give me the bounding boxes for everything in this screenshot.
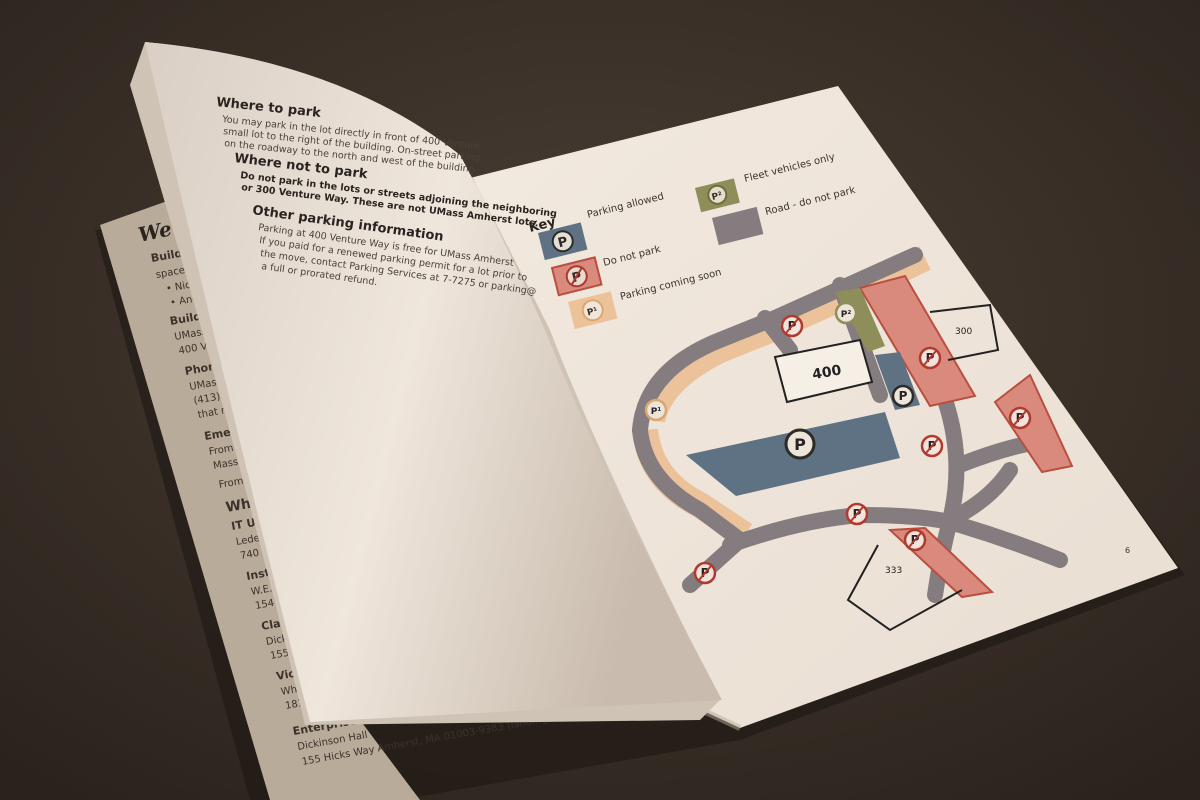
svg-text:P: P	[794, 435, 806, 454]
no-parking-marker: P	[1008, 406, 1032, 430]
svg-text:P²: P²	[841, 310, 852, 320]
no-parking-marker: P	[920, 434, 944, 458]
coming-soon-parking-marker: P¹	[644, 398, 668, 422]
parking-map: 400 300 333 P P² P P P P¹ P P P P P	[632, 246, 1074, 632]
key-swatch-do-not-park: P	[550, 256, 603, 297]
no-parking-marker: P	[845, 502, 869, 526]
no-parking-marker: P	[918, 346, 942, 370]
svg-text:333: 333	[885, 566, 902, 576]
parking-marker: P	[891, 384, 915, 408]
svg-text:P¹: P¹	[651, 407, 662, 417]
back-page-text-line: Buildi	[150, 246, 187, 265]
back-page-text-line: • Ang	[169, 293, 199, 309]
key-swatch-parking-allowed: P	[538, 222, 588, 261]
key-swatch-fleet-vehicles: P²	[695, 178, 740, 213]
left-page: Where to park You may park in the lot di…	[130, 42, 722, 725]
page-number: 6	[1125, 546, 1130, 555]
key-swatch-road	[712, 206, 764, 246]
svg-text:P: P	[556, 234, 569, 251]
building-300	[929, 303, 1000, 361]
parking-marker: P	[784, 428, 816, 460]
svg-text:P¹: P¹	[586, 306, 599, 318]
building-333	[846, 544, 963, 632]
svg-text:P²: P²	[711, 191, 724, 203]
fleet-parking-marker: P²	[834, 301, 858, 325]
no-parking-marker: P	[693, 561, 717, 585]
key-swatch-parking-coming-soon: P¹	[568, 291, 618, 330]
no-parking-marker: P	[903, 528, 927, 552]
back-page-text-line: Buildi	[169, 309, 206, 328]
no-parking-marker: P	[780, 314, 804, 338]
building-400	[773, 338, 874, 404]
svg-text:300: 300	[955, 327, 972, 337]
svg-text:P: P	[899, 389, 908, 403]
svg-text:400: 400	[811, 362, 843, 383]
lot-do-not-park	[858, 274, 977, 408]
